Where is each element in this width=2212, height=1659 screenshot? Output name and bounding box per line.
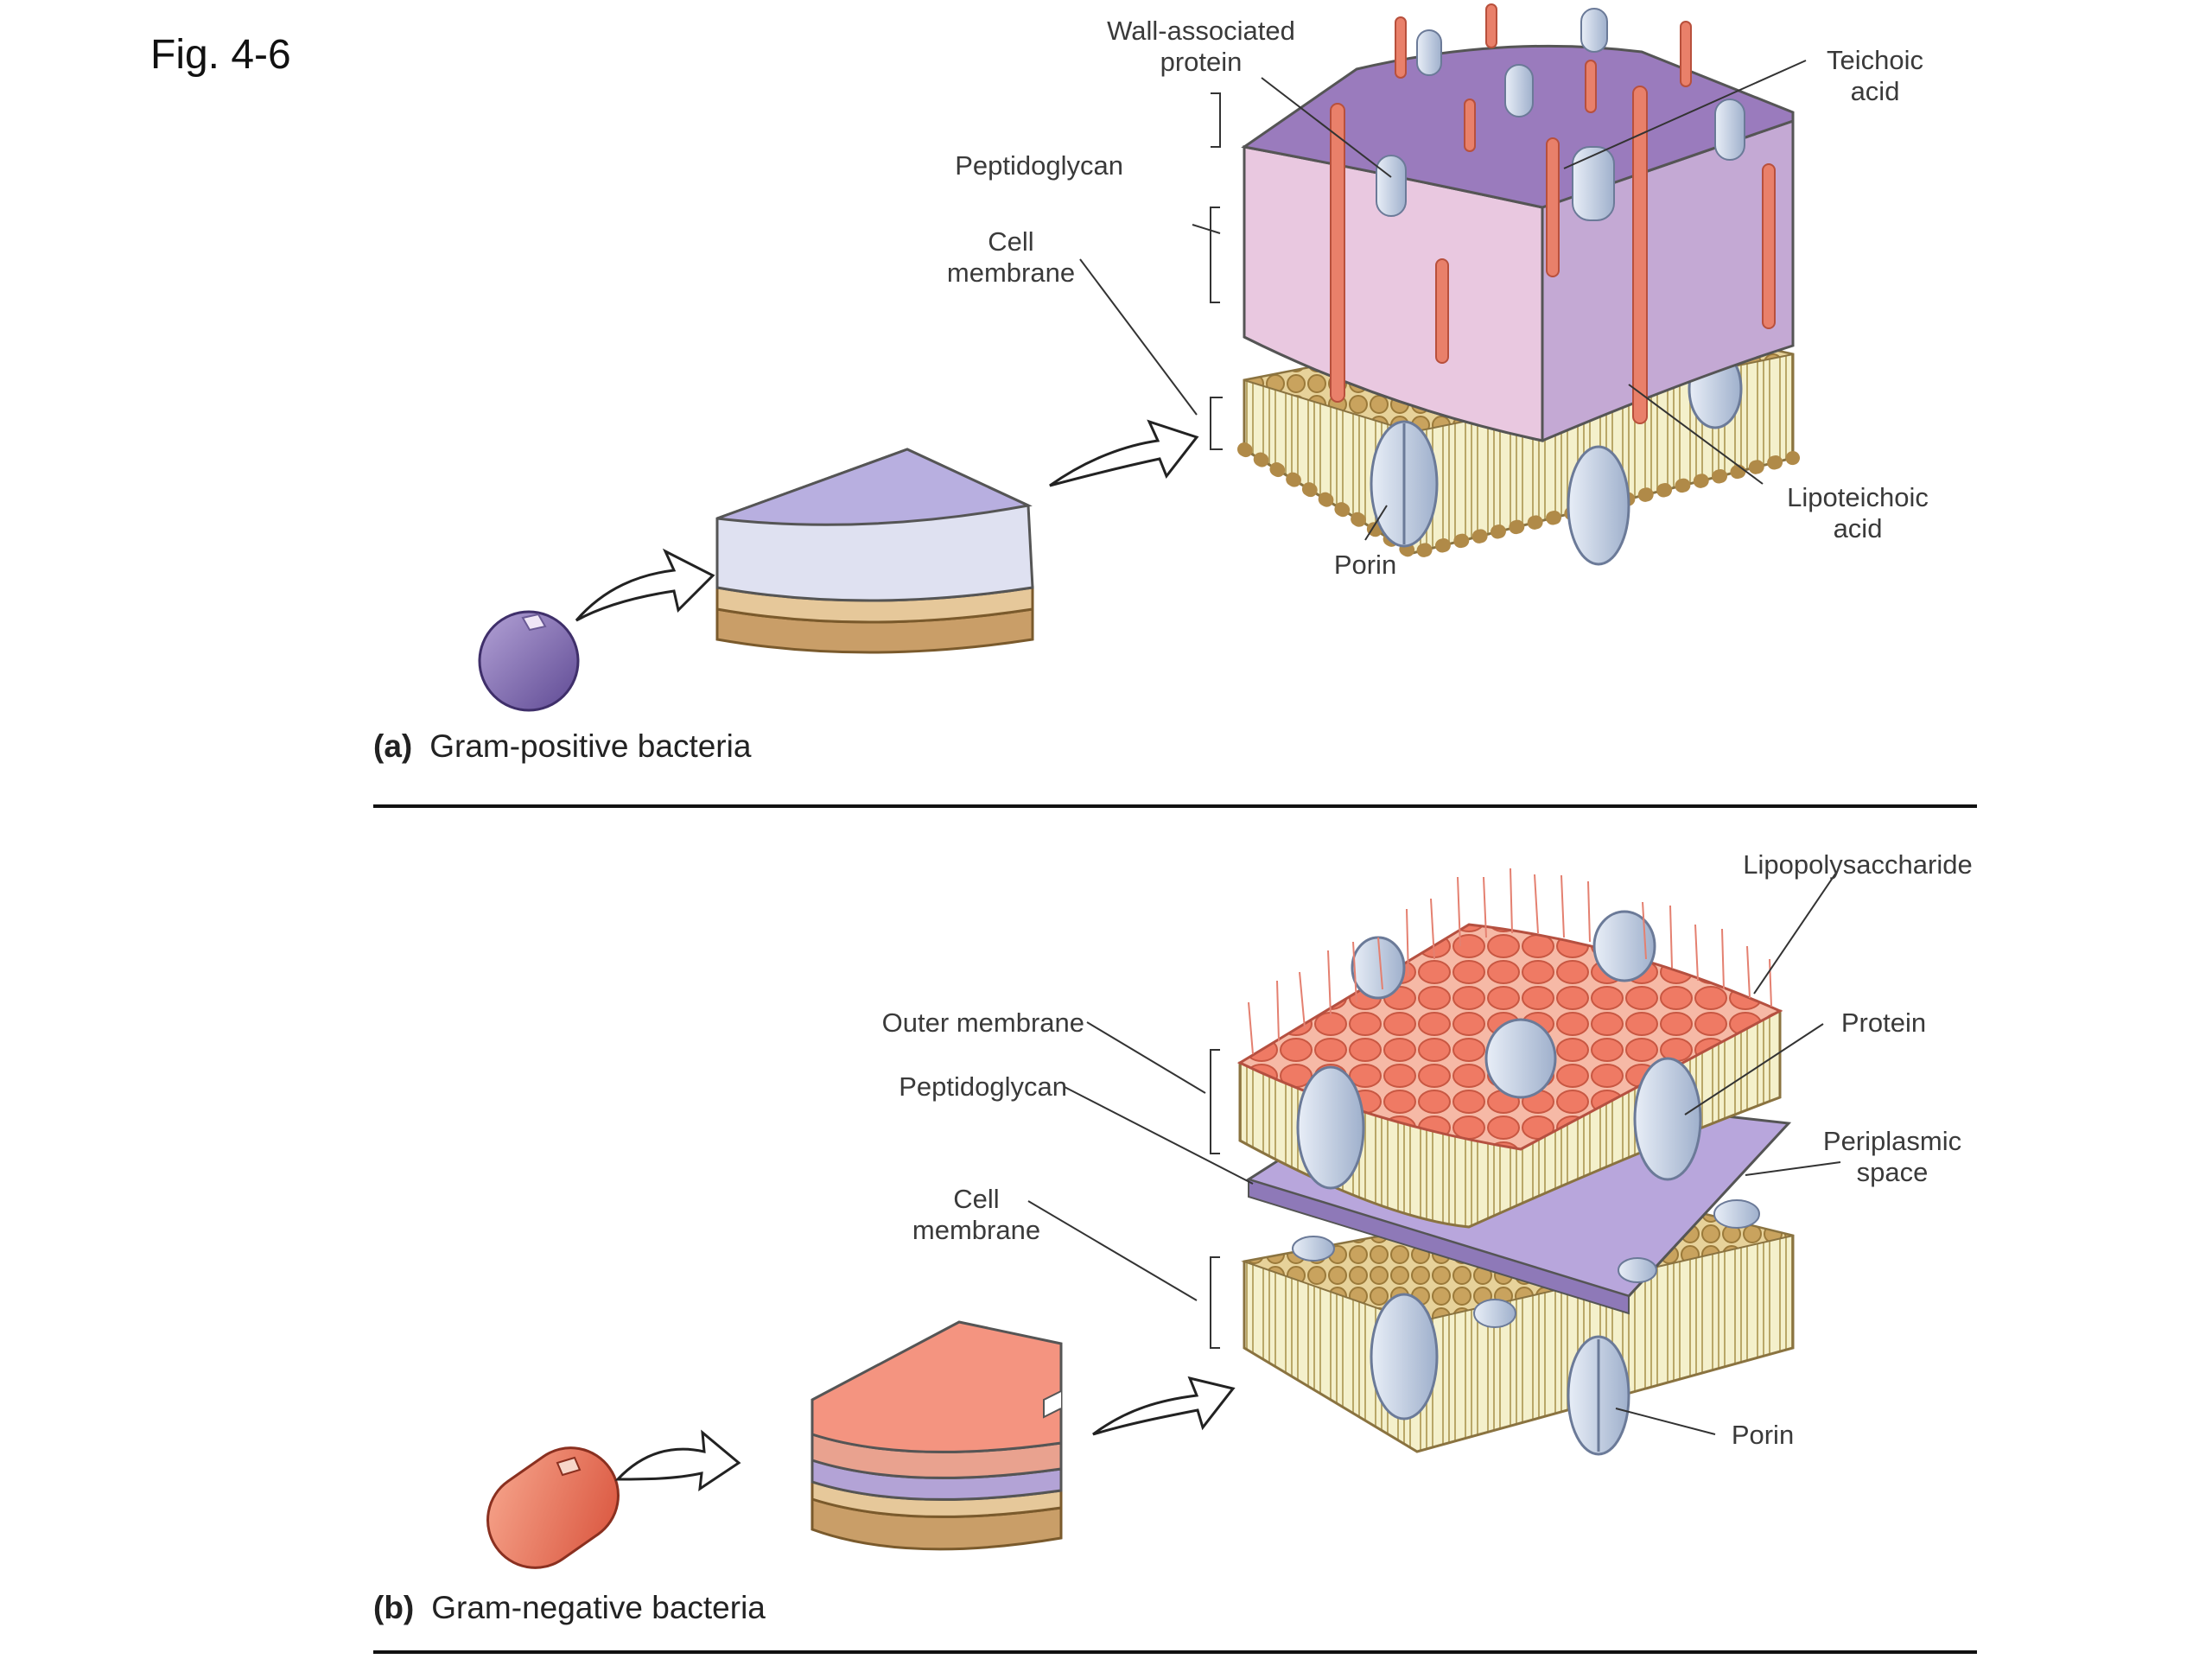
divider-rule-2: [373, 1650, 1977, 1654]
gram-positive-wall-slab: [715, 448, 1034, 654]
leader-lines-a: [1079, 60, 1807, 541]
zoom-arrow-b1: [614, 1429, 741, 1492]
label-outer-membrane: Outer membrane: [881, 1007, 1084, 1038]
label-periplasmic-space: Periplasmic space: [1822, 1126, 1962, 1187]
label-teichoic-acid: Teichoic acid: [1827, 45, 1923, 106]
label-lipoteichoic-acid: Lipoteichoic acid: [1787, 482, 1929, 543]
leader-lines-b: [1027, 872, 1841, 1435]
caption-b: (b) Gram-negative bacteria: [373, 1590, 766, 1626]
label-wall-associated-protein: Wall-associated protein: [1107, 16, 1295, 77]
caption-b-text: Gram-negative bacteria: [431, 1590, 766, 1625]
gram-negative-wall-slab: [810, 1320, 1063, 1551]
gram-negative-rod: [486, 1446, 620, 1569]
gram-negative-cell-wall-diagram: [1236, 868, 1795, 1456]
gram-positive-cell-wall-diagram: [1237, 3, 1800, 566]
zoom-arrow-a2: [1049, 419, 1199, 487]
figure-title: Fig. 4-6: [150, 32, 291, 78]
label-porin-a: Porin: [1333, 550, 1397, 580]
caption-a: (a) Gram-positive bacteria: [373, 728, 751, 765]
label-peptidoglycan-a: Peptidoglycan: [955, 150, 1123, 181]
caption-b-letter: (b): [373, 1590, 415, 1625]
zoom-arrow-a1: [575, 548, 715, 622]
gram-positive-coccus: [478, 610, 580, 712]
caption-a-text: Gram-positive bacteria: [429, 728, 752, 764]
label-lipopolysaccharide: Lipopolysaccharide: [1743, 849, 1973, 880]
caption-a-letter: (a): [373, 728, 413, 764]
label-peptidoglycan-b: Peptidoglycan: [899, 1071, 1067, 1102]
zoom-arrow-b2: [1092, 1376, 1236, 1436]
divider-rule-1: [373, 804, 1977, 808]
label-cell-membrane-a: Cell membrane: [946, 226, 1076, 288]
label-porin-b: Porin: [1731, 1420, 1795, 1450]
label-protein: Protein: [1840, 1007, 1927, 1038]
label-cell-membrane-b: Cell membrane: [912, 1184, 1041, 1245]
